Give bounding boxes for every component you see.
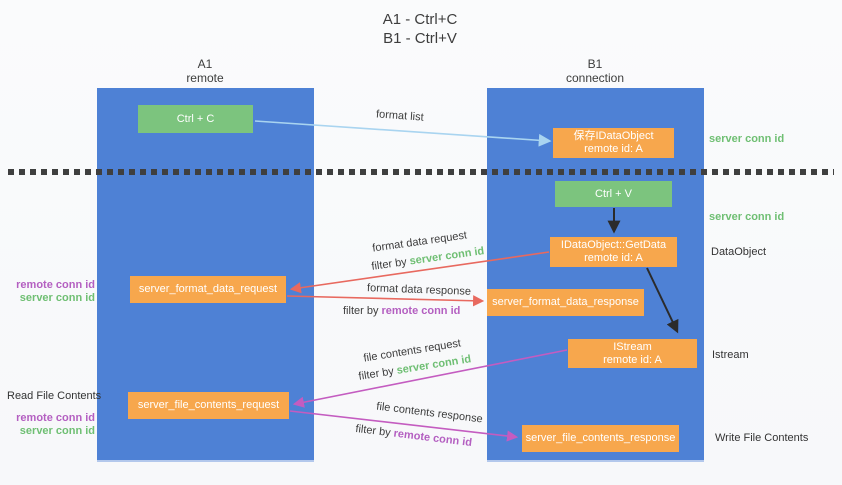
remote-conn-id-accent-2: remote conn id: [392, 427, 473, 450]
column-a-subtitle: remote: [186, 71, 224, 85]
label-server-conn-id-top: server conn id: [709, 133, 785, 145]
column-b-id: B1: [587, 57, 603, 71]
title-line-2: B1 - Ctrl+V: [383, 30, 457, 47]
column-a-id: A1: [197, 57, 213, 71]
node-getdata-line1: IDataObject::GetData: [560, 239, 667, 251]
label-server-conn-id-mid: server conn id: [709, 211, 785, 223]
node-save-idataobject-line2: remote id: A: [584, 143, 643, 155]
node-ctrl-c: Ctrl + C: [138, 105, 253, 133]
node-istream: IStream remote id: A: [568, 339, 697, 368]
label-filter-by-remote-2: filter by remote conn id: [355, 423, 473, 449]
node-ctrl-v: Ctrl + V: [555, 181, 672, 207]
node-istream-line1: IStream: [613, 340, 652, 353]
label-server-conn-id-bottom: server conn id: [19, 425, 95, 437]
node-format-request-label: server_format_data_request: [138, 283, 278, 295]
filter-by-text: filter by: [343, 305, 382, 317]
label-istream: Istream: [712, 349, 749, 361]
label-remote-conn-id-bottom: remote conn id: [16, 412, 95, 424]
column-b-header: B1 connection: [540, 57, 650, 85]
label-filter-by-remote-1: filter by remote conn id: [343, 305, 460, 317]
remote-conn-id-accent-1: remote conn id: [381, 305, 461, 317]
node-getdata: IDataObject::GetData remote id: A: [550, 237, 677, 267]
label-write-file-contents: Write File Contents: [715, 432, 809, 444]
label-format-data-response: format data response: [366, 282, 472, 298]
filter-by-text: filter by: [354, 422, 395, 440]
label-read-file-contents: Read File Contents: [7, 390, 102, 402]
filter-by-text: filter by: [357, 364, 398, 383]
node-file-response: server_file_contents_response: [522, 425, 679, 452]
server-conn-id-accent-1: server conn id: [408, 245, 486, 268]
filter-by-text: filter by: [370, 255, 411, 273]
column-b-subtitle: connection: [565, 71, 625, 85]
node-getdata-line2: remote id: A: [584, 252, 643, 264]
node-save-idataobject-line1: 保存IDataObject: [573, 130, 654, 142]
node-istream-line2: remote id: A: [603, 353, 662, 366]
node-ctrl-v-label: Ctrl + V: [595, 187, 632, 200]
node-format-response-label: server_format_data_response: [492, 296, 639, 308]
node-format-response: server_format_data_response: [487, 289, 644, 316]
left-labels-bottom: remote conn id server conn id: [0, 412, 95, 438]
label-dataobject: DataObject: [711, 246, 767, 258]
left-labels-mid: remote conn id server conn id: [0, 279, 95, 305]
label-format-list: format list: [375, 108, 425, 124]
label-remote-conn-id-mid: remote conn id: [16, 279, 95, 291]
node-file-request: server_file_contents_request: [128, 392, 289, 419]
column-a-header: A1 remote: [150, 57, 260, 85]
node-ctrl-c-label: Ctrl + C: [176, 112, 215, 125]
label-file-contents-response: file contents response: [375, 400, 484, 426]
label-server-conn-id-mid-left: server conn id: [19, 292, 95, 304]
session-divider: [8, 169, 834, 175]
node-format-request: server_format_data_request: [130, 276, 286, 303]
node-file-response-label: server_file_contents_response: [525, 432, 676, 444]
node-file-request-label: server_file_contents_request: [137, 399, 280, 411]
node-save-idataobject: 保存IDataObject remote id: A: [553, 128, 674, 158]
diagram-title: A1 - Ctrl+C B1 - Ctrl+V: [330, 10, 510, 48]
title-line-1: A1 - Ctrl+C: [382, 11, 458, 28]
